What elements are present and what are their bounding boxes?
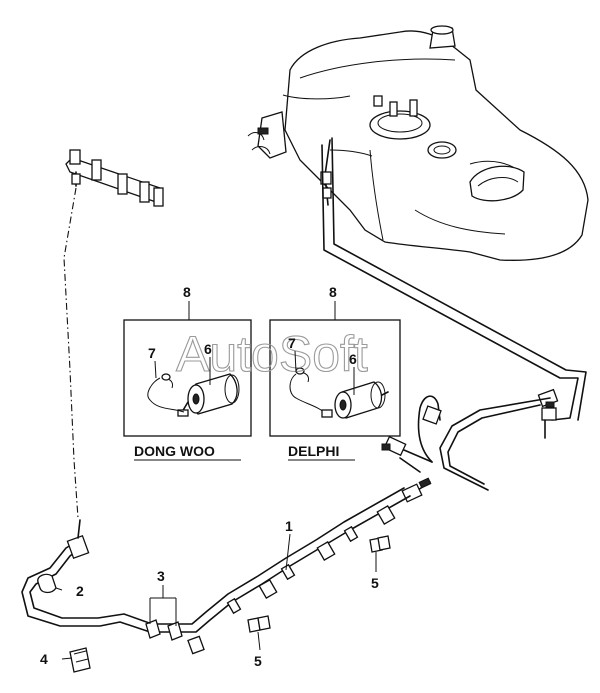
callout-7-left: 7 — [148, 345, 156, 361]
watermark-text: AutoSoft — [176, 326, 368, 382]
fuel-line-front — [21, 487, 411, 673]
pump-module-ring — [369, 110, 431, 140]
filter-box-delphi — [269, 319, 401, 437]
fuel-tank — [247, 25, 589, 261]
fuel-filter-bracket-dong-woo — [147, 373, 185, 413]
callout-8-left: 8 — [183, 284, 191, 300]
fuel-filter-bracket-delphi — [289, 367, 333, 418]
callout-6-left: 6 — [204, 341, 212, 357]
callout-2: 2 — [76, 583, 84, 599]
callout-7-right: 7 — [288, 335, 296, 351]
caption-dong-woo: DONG WOO — [134, 443, 215, 459]
part-2-clip — [37, 573, 57, 594]
fuel-filter-delphi — [334, 381, 389, 419]
fuel-filter-dong-woo — [177, 373, 240, 417]
callout-3: 3 — [157, 568, 165, 584]
fuel-rail — [65, 149, 164, 207]
rail-supply-dashed-line — [63, 187, 79, 519]
callout-4: 4 — [40, 651, 48, 667]
leader-lines — [55, 301, 377, 660]
fuel-pipes-rear — [321, 137, 587, 503]
callout-6-right: 6 — [349, 351, 357, 367]
inspection-cover — [469, 165, 525, 202]
callout-1: 1 — [285, 518, 293, 534]
part-4-clip — [69, 647, 91, 673]
caption-delphi: DELPHI — [288, 443, 339, 459]
tank-bracket — [257, 111, 287, 159]
callout-5-lower: 5 — [254, 653, 262, 669]
callout-8-right: 8 — [329, 284, 337, 300]
callout-5-upper: 5 — [371, 575, 379, 591]
